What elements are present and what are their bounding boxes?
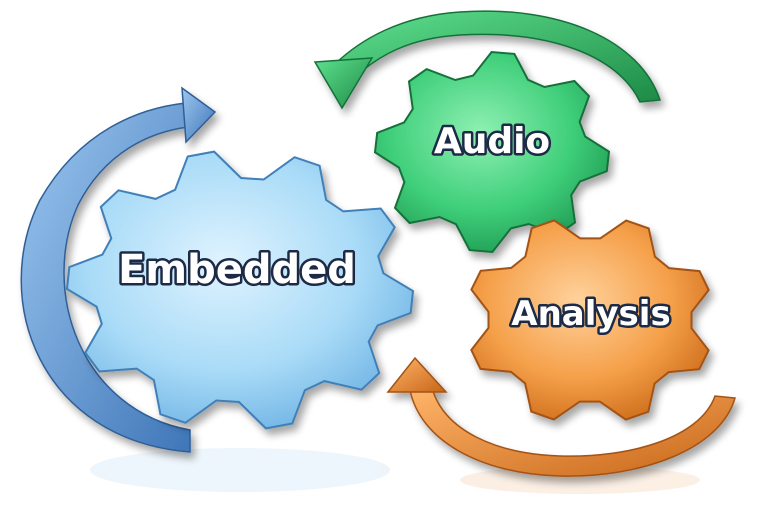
analysis-gear-shape [470,219,710,421]
embedded-gear-shape [65,150,415,430]
analysis-gear: Analysis [470,219,710,421]
blue-arrowhead [181,86,217,144]
audio-gear-shape [373,50,611,254]
orange-arrowhead [386,356,448,393]
embedded-gear-reflection [90,448,390,492]
reflection-layer [90,448,700,494]
embedded-gear-label: Embedded [118,247,356,293]
audio-gear: Audio [373,50,611,254]
analysis-gear-label: Analysis [511,294,670,334]
audio-gear-label: Audio [434,121,550,162]
orange-cycle-arrow [386,356,736,477]
blue-cycle-arrow [20,86,217,453]
green-arrowhead [313,57,374,110]
green-cycle-arrow [313,10,662,110]
analysis-gear-reflection [460,466,700,494]
embedded-gear: Embedded [65,150,415,430]
